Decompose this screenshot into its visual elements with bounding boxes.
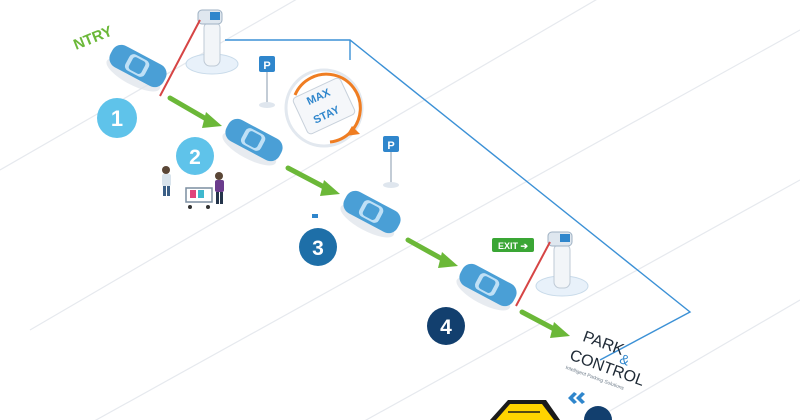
parking-sign-icon: P: [259, 56, 275, 108]
network-line: [225, 39, 692, 361]
entry-label: NTRY: [71, 23, 115, 54]
step-number: 2: [189, 146, 201, 169]
flow-arrow: [167, 95, 222, 128]
car-icon: [106, 44, 167, 92]
parking-sign-glyph: P: [387, 140, 394, 152]
flow-arrow: [285, 165, 340, 196]
step-2-badge: 2: [176, 137, 214, 175]
step-number: 1: [111, 106, 123, 131]
parking-sign-icon: P: [383, 136, 399, 188]
exit-barrier-icon: [515, 231, 589, 307]
parking-sign-glyph: P: [263, 60, 270, 72]
car-icon: [456, 263, 517, 311]
exit-sign: EXIT ➔: [492, 238, 534, 252]
flow-arrow: [519, 309, 570, 338]
brand-logo: PARK & CONTROL Intelligent Parking Solut…: [565, 328, 647, 391]
max-stay-clock-icon: MAX STAY: [284, 68, 364, 148]
step-1-badge: 1: [97, 98, 137, 138]
step-number: 3: [312, 237, 324, 260]
exit-sign-label: EXIT ➔: [498, 241, 529, 251]
step-3-badge: 3: [299, 228, 337, 266]
chevron-left-icon: [568, 392, 585, 404]
shopping-trolley-icon: [162, 166, 224, 209]
entry-barrier-icon: [159, 9, 239, 97]
car-icon: [222, 118, 283, 166]
sensor-icon: [312, 214, 318, 218]
flow-arrow: [405, 237, 458, 268]
step-4-badge: 4: [427, 307, 465, 345]
step-number: 4: [440, 316, 452, 339]
step-5-badge: [584, 406, 612, 420]
car-icon: [340, 190, 401, 238]
warning-sign-icon: [490, 400, 560, 420]
